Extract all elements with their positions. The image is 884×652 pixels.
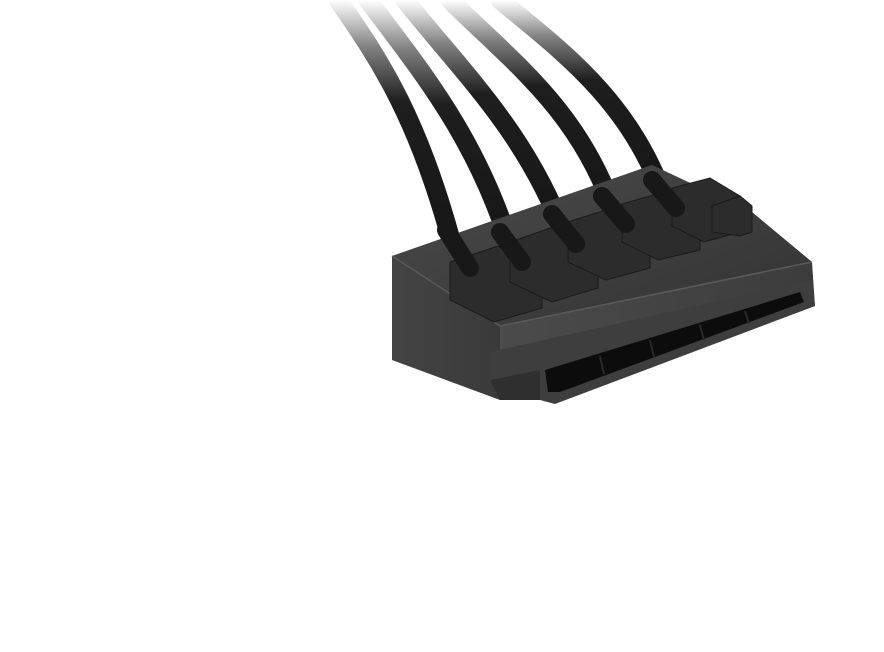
wire-3 bbox=[395, 0, 575, 246]
wire-bundle bbox=[328, 0, 675, 272]
housing-edge-highlight bbox=[391, 255, 813, 327]
wire-ends bbox=[437, 171, 685, 277]
wire-5 bbox=[490, 0, 675, 210]
wire-1 bbox=[328, 0, 465, 265]
latch-6 bbox=[711, 195, 753, 237]
housing-left-face bbox=[392, 256, 500, 400]
slot-contacts bbox=[599, 310, 750, 375]
wire-2 bbox=[358, 0, 525, 272]
housing-foot bbox=[490, 370, 540, 400]
wire-4 bbox=[440, 0, 625, 225]
mating-slot bbox=[545, 292, 804, 392]
